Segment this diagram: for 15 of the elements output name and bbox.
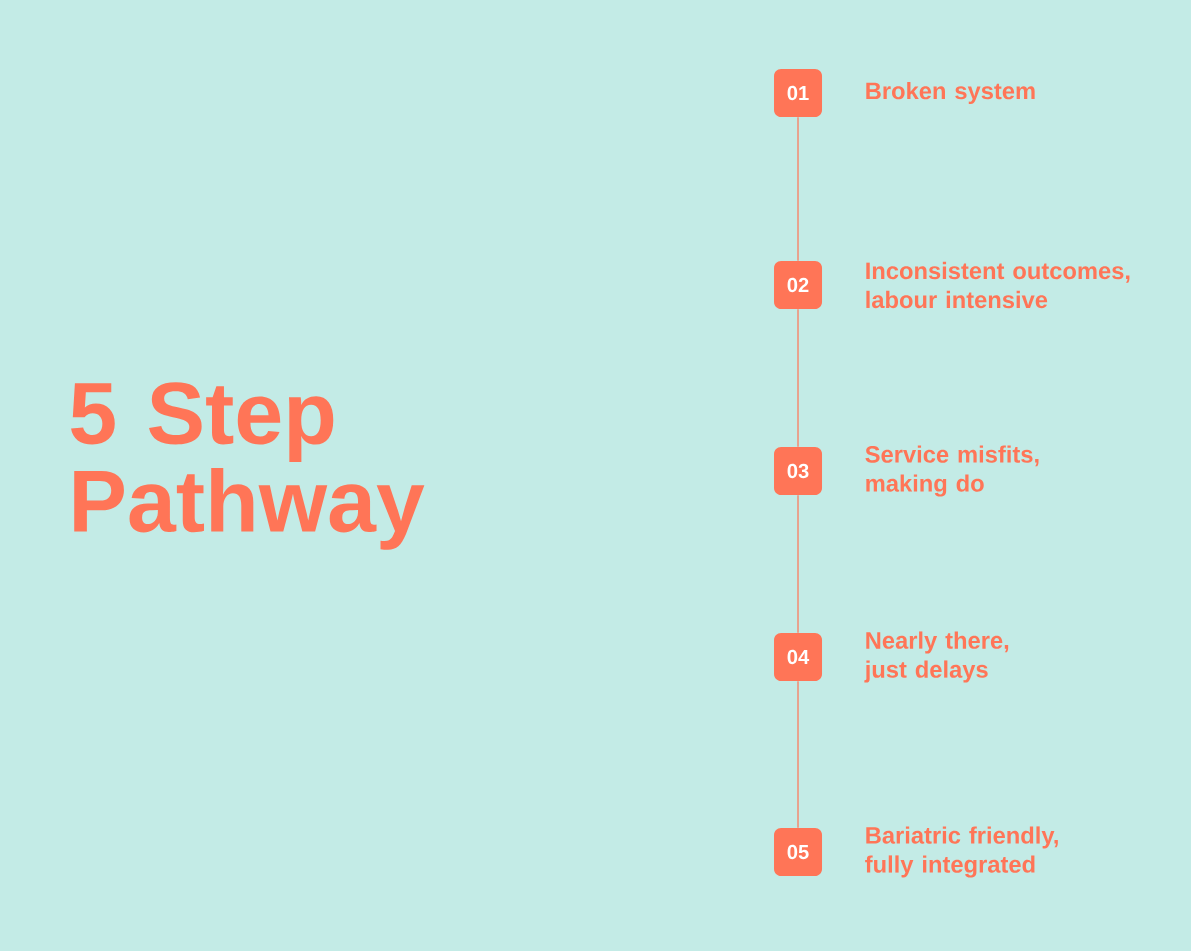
- step-badge: 02: [774, 261, 822, 309]
- step-badge: 03: [774, 447, 822, 495]
- connector-line: [797, 680, 799, 829]
- step-label: Broken system: [866, 81, 1035, 105]
- connector-line: [797, 308, 799, 448]
- step-label: Inconsistent outcomes, labour intensive: [866, 261, 1130, 309]
- step-badge: 01: [774, 69, 822, 117]
- connector-line: [797, 494, 799, 634]
- step-label: Nearly there, just delays: [864, 631, 1009, 683]
- connector-line: [797, 116, 799, 262]
- step-badge: 04: [774, 633, 822, 681]
- step-label: Service misfits, making do: [865, 445, 1039, 497]
- step-label: Bariatric friendly, fully integrated: [865, 826, 1058, 878]
- title: 5 Step Pathway: [71, 382, 425, 550]
- step-badge: 05: [774, 828, 822, 876]
